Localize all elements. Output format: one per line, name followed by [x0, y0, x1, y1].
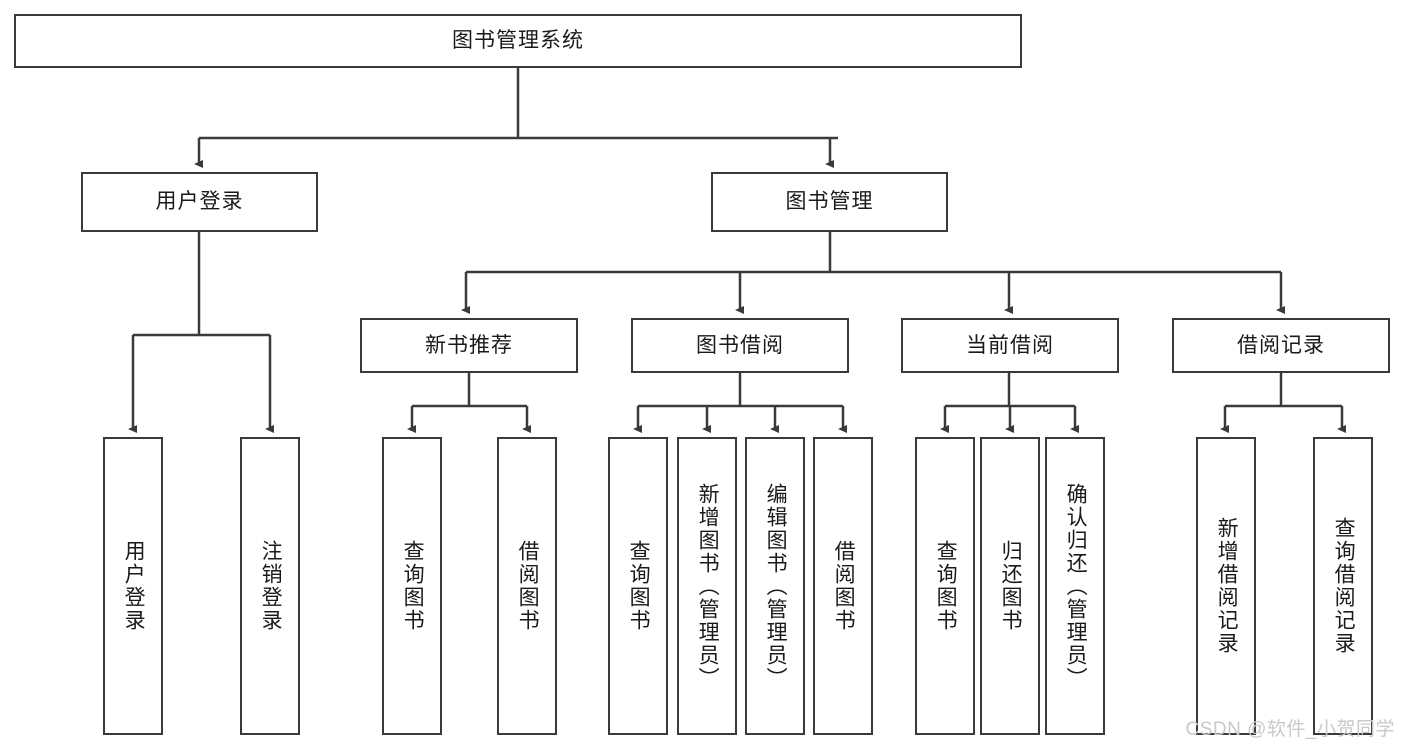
node-label: 查询图书	[934, 540, 958, 632]
leaf-borrow-record-add[interactable]: 新增借阅记录	[1196, 437, 1256, 735]
leaf-book-borrow-query[interactable]: 查询图书	[608, 437, 668, 735]
leaf-user-login-logout[interactable]: 注销登录	[240, 437, 300, 735]
leaf-current-borrow-query[interactable]: 查询图书	[915, 437, 975, 735]
node-current-borrow[interactable]: 当前借阅	[901, 318, 1119, 373]
node-label: 注销登录	[259, 540, 283, 632]
node-label: 新增图书（管理员）	[696, 482, 720, 690]
node-label: 图书管理	[785, 190, 874, 214]
node-label: 用户登录	[122, 540, 146, 632]
node-label: 新书推荐	[425, 333, 513, 357]
leaf-borrow-record-query[interactable]: 查询借阅记录	[1313, 437, 1373, 735]
node-new-book-recommend[interactable]: 新书推荐	[360, 318, 578, 373]
node-borrow-record[interactable]: 借阅记录	[1172, 318, 1390, 373]
node-book-management[interactable]: 图书管理	[711, 172, 948, 232]
node-label: 查询图书	[627, 540, 651, 632]
node-label: 确认归还（管理员）	[1064, 482, 1088, 690]
node-label: 借阅图书	[516, 540, 540, 632]
leaf-current-borrow-confirm-return[interactable]: 确认归还（管理员）	[1045, 437, 1105, 735]
node-book-borrow[interactable]: 图书借阅	[631, 318, 849, 373]
node-label: 归还图书	[999, 540, 1023, 632]
leaf-book-borrow-edit[interactable]: 编辑图书（管理员）	[745, 437, 805, 735]
leaf-new-book-borrow[interactable]: 借阅图书	[497, 437, 557, 735]
node-label: 查询借阅记录	[1332, 517, 1356, 655]
node-label: 图书借阅	[696, 333, 784, 357]
node-label: 编辑图书（管理员）	[764, 482, 788, 690]
leaf-current-borrow-return[interactable]: 归还图书	[980, 437, 1040, 735]
node-label: 图书管理系统	[452, 29, 584, 53]
node-label: 查询图书	[401, 540, 425, 632]
watermark-text: CSDN @软件_小贺同学	[1185, 719, 1395, 740]
leaf-book-borrow-add[interactable]: 新增图书（管理员）	[677, 437, 737, 735]
node-label: 新增借阅记录	[1215, 517, 1239, 655]
leaf-user-login-login[interactable]: 用户登录	[103, 437, 163, 735]
leaf-new-book-query[interactable]: 查询图书	[382, 437, 442, 735]
node-root-book-management-system[interactable]: 图书管理系统	[14, 14, 1022, 68]
node-user-login[interactable]: 用户登录	[81, 172, 318, 232]
node-label: 用户登录	[155, 190, 244, 214]
leaf-book-borrow-borrow[interactable]: 借阅图书	[813, 437, 873, 735]
node-label: 借阅图书	[832, 540, 856, 632]
node-label: 借阅记录	[1237, 333, 1325, 357]
node-label: 当前借阅	[966, 333, 1054, 357]
